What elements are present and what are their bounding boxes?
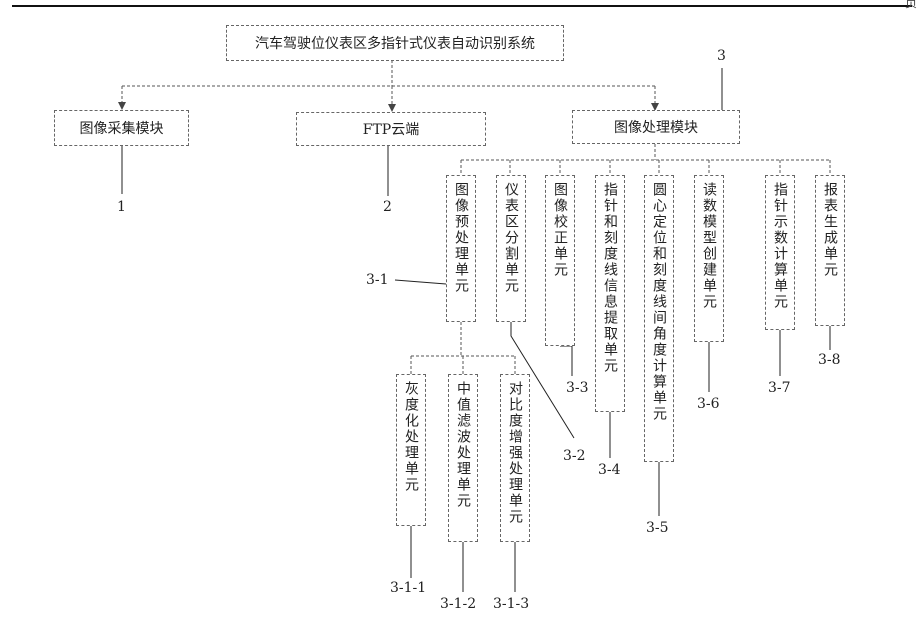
subunit-label: 灰度化处理单元 <box>403 381 419 493</box>
root-system-box: 汽车驾驶位仪表区多指针式仪表自动识别系统 <box>226 25 564 61</box>
subunit-box: 对比度增强处理单元 <box>500 374 530 542</box>
subunit-connectors <box>410 322 516 374</box>
unit-connectors <box>460 144 831 175</box>
unit-label: 圆心定位和刻度线间角度计算单元 <box>651 182 667 422</box>
unit-label: 指针示数计算单元 <box>772 182 788 310</box>
root-title: 汽车驾驶位仪表区多指针式仪表自动识别系统 <box>255 36 535 52</box>
unit-box: 图像预处理单元 <box>446 175 476 322</box>
subunit-label: 对比度增强处理单元 <box>507 381 523 525</box>
unit-number: 3-4 <box>598 462 621 478</box>
unit-label: 读数模型创建单元 <box>701 182 717 310</box>
unit-box: 图像校正单元 <box>545 175 575 346</box>
unit-box: 仪表区分割单元 <box>496 175 526 322</box>
unit-box: 圆心定位和刻度线间角度计算单元 <box>644 175 674 462</box>
module-label: 图像处理模块 <box>614 120 698 136</box>
subunit-label: 中值滤波处理单元 <box>455 381 471 509</box>
unit-label: 指针和刻度线信息提取单元 <box>602 182 618 374</box>
unit-number: 3-6 <box>697 396 720 412</box>
unit-box: 报表生成单元 <box>815 175 845 326</box>
unit-box: 指针示数计算单元 <box>765 175 795 330</box>
unit-number: 3-2 <box>563 448 586 464</box>
subunit-box: 中值滤波处理单元 <box>448 374 478 542</box>
page-corner-text: 页 <box>904 0 917 10</box>
unit-number: 3-5 <box>646 520 669 536</box>
subunit-leaders <box>410 526 516 592</box>
subunit-number: 3-1-1 <box>390 580 427 596</box>
unit-number: 3-8 <box>818 352 841 368</box>
module-number: 1 <box>117 199 126 215</box>
root-connectors <box>118 60 659 112</box>
module-image-processing: 图像处理模块 <box>572 110 740 144</box>
unit-number: 3-3 <box>566 380 589 396</box>
unit-number: 3-1 <box>366 272 389 288</box>
unit-box: 指针和刻度线信息提取单元 <box>595 175 625 412</box>
unit-label: 图像预处理单元 <box>453 182 469 294</box>
unit-label: 报表生成单元 <box>822 182 838 278</box>
unit-label: 仪表区分割单元 <box>503 182 519 294</box>
unit-leaders <box>394 279 831 516</box>
unit-label: 图像校正单元 <box>552 182 568 278</box>
module-number: 3 <box>717 48 726 64</box>
module-number: 2 <box>383 199 392 215</box>
subunit-box: 灰度化处理单元 <box>396 374 426 526</box>
subunit-number: 3-1-3 <box>493 596 530 612</box>
module-label: FTP云端 <box>362 122 420 138</box>
unit-box: 读数模型创建单元 <box>694 175 724 342</box>
unit-number: 3-7 <box>768 380 791 396</box>
module-label: 图像采集模块 <box>79 121 164 137</box>
module-ftp-cloud: FTP云端 <box>296 112 486 146</box>
module-image-acquisition: 图像采集模块 <box>54 110 189 146</box>
subunit-number: 3-1-2 <box>440 596 477 612</box>
